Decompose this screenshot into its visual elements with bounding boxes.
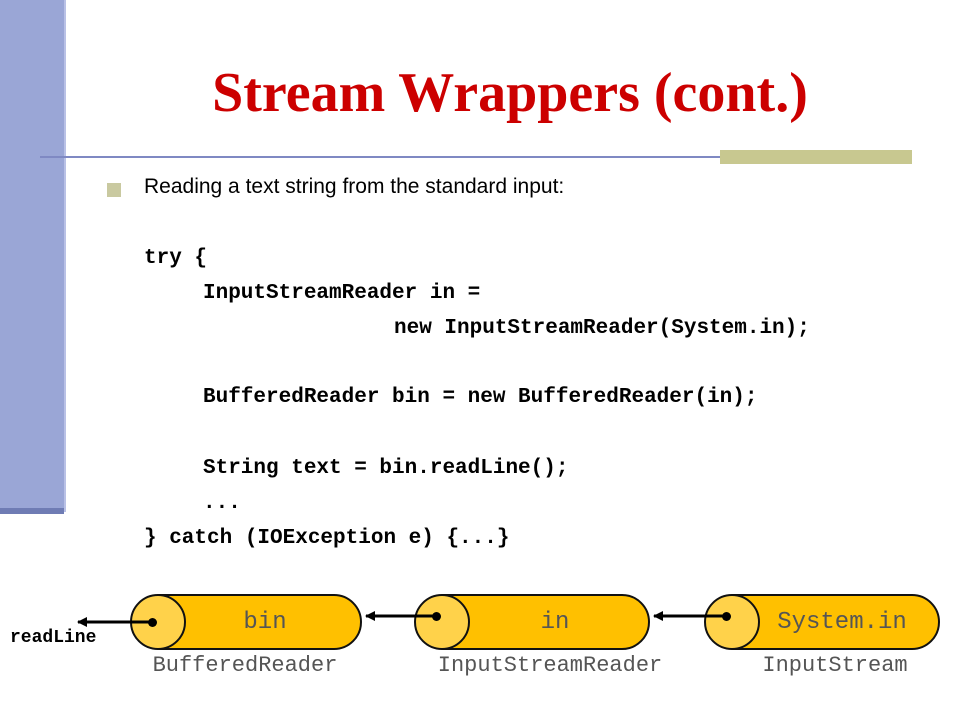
sidebar-edge <box>64 0 66 512</box>
stream-type-in: InputStreamReader <box>437 653 663 678</box>
code-line-try: try { <box>144 247 208 270</box>
code-line-buffered-reader: BufferedReader bin = new BufferedReader(… <box>203 386 758 409</box>
cylinder-system-in <box>732 594 940 650</box>
bullet-square-icon <box>107 183 121 197</box>
code-line-ellipsis: ... <box>203 492 241 515</box>
stream-type-system-in: InputStream <box>762 653 908 678</box>
sidebar-bar <box>0 0 64 512</box>
stream-name-bin: bin <box>243 609 287 636</box>
code-line-new-isr: new InputStreamReader(System.in); <box>394 317 810 340</box>
cylinder-bin <box>158 594 362 650</box>
sidebar-shadow <box>0 508 64 514</box>
stream-name-in: in <box>540 609 570 636</box>
bullet-text: Reading a text string from the standard … <box>144 175 565 198</box>
cylinder-in-cap <box>414 594 470 650</box>
stream-type-bin: BufferedReader <box>152 653 338 678</box>
code-line-readline: String text = bin.readLine(); <box>203 457 569 480</box>
cylinder-system-in-dot <box>722 612 731 621</box>
accent-bar <box>720 150 912 164</box>
title-divider <box>40 156 912 158</box>
cylinder-system-in-cap <box>704 594 760 650</box>
cylinder-bin-dot <box>148 618 157 627</box>
readline-label: readLine <box>10 628 97 648</box>
code-line-catch: } catch (IOException e) {...} <box>144 527 510 550</box>
slide-title: Stream Wrappers (cont.) <box>212 62 808 124</box>
stream-name-system-in: System.in <box>777 609 907 636</box>
cylinder-in-dot <box>432 612 441 621</box>
cylinder-in <box>442 594 650 650</box>
code-line-declare-in: InputStreamReader in = <box>203 282 481 305</box>
